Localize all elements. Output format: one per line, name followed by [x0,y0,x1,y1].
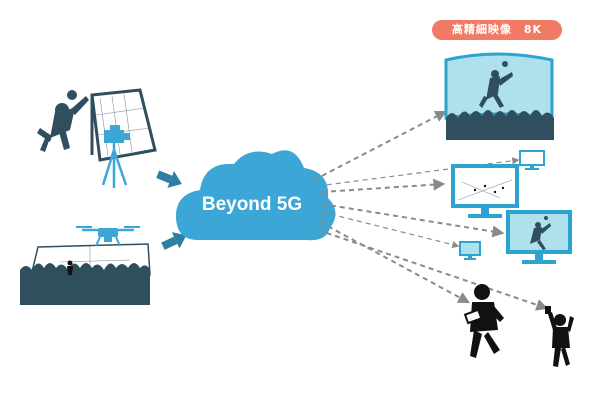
distribution-arrows [313,110,549,311]
phone-viewer-icon [545,306,574,367]
goalkeeper-figure [37,90,89,152]
beyond-5g-cloud: Beyond 5G [176,150,336,241]
camera-tripod-icon [101,125,130,188]
arrow-to-curved-screen [313,110,448,181]
small-monitor-icon-1 [519,150,545,170]
arrow-to-monitor-3 [321,203,505,238]
input-arrows [156,170,187,250]
drone-stadium-icon [20,226,151,305]
arrow-to-monitor-2 [321,178,446,193]
curved-8k-screen-icon [444,52,554,140]
tv-monitor-icon-1 [451,164,519,218]
arrow-to-small-monitor-1 [317,157,520,187]
cloud-label: Beyond 5G [202,194,302,215]
camera-scene-icon [37,88,157,188]
arrow-to-tablet-viewer [319,221,471,304]
arrow-to-small-monitor-4 [321,211,460,249]
small-monitor-icon-2 [459,241,481,260]
drone-icon [76,226,140,247]
8k-badge: 高精細映像 8K [432,20,562,40]
arrow-camera-to-cloud [156,170,182,188]
tv-monitor-icon-2 [506,210,572,264]
arrow-to-phone-viewer [317,229,549,311]
tablet-viewer-icon [463,284,504,358]
arrow-drone-to-cloud [161,232,187,250]
